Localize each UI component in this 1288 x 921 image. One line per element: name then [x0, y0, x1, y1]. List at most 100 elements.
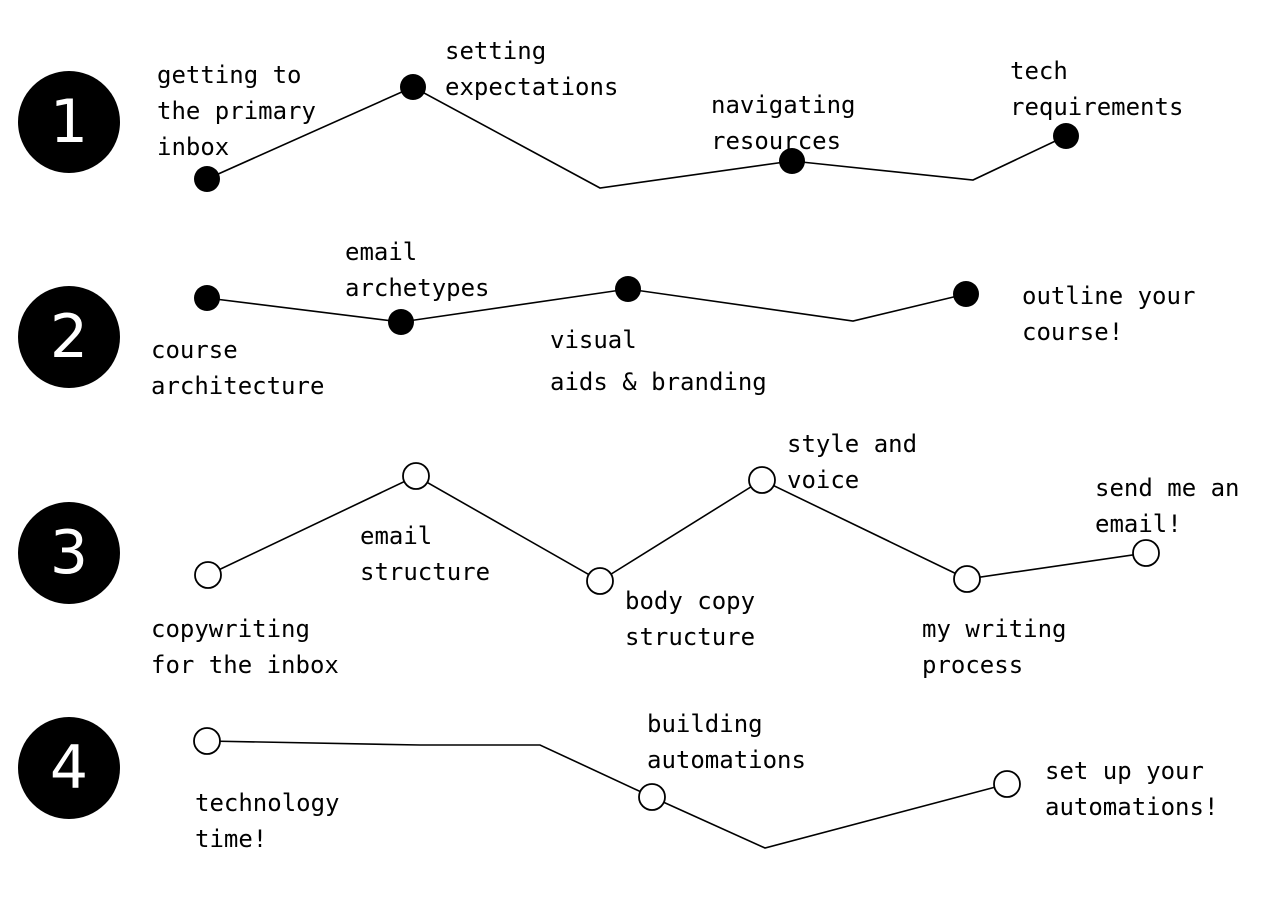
lesson-label: body copy structure: [625, 587, 755, 651]
module-1-route-line: [206, 86, 1067, 189]
lesson-label-line: for the inbox: [151, 651, 339, 679]
lesson-stop: getting to the primary inbox: [157, 61, 316, 192]
lesson-stop: style and voice: [748, 430, 917, 494]
lesson-label-line: course!: [1022, 318, 1123, 346]
lesson-label: course architecture: [151, 336, 324, 400]
lesson-label-line: email: [345, 238, 417, 266]
lesson-label-line: aids & branding: [550, 368, 767, 396]
lesson-label-line: structure: [360, 558, 490, 586]
lesson-label-line: body copy: [625, 587, 755, 615]
module-number-label: 3: [50, 518, 88, 588]
lesson-label-line: copywriting: [151, 615, 310, 643]
lesson-label: copywriting for the inbox: [151, 615, 339, 679]
lesson-label: set up your automations!: [1045, 757, 1218, 821]
lesson-label-line: requirements: [1010, 93, 1183, 121]
module-badge-circle: [18, 286, 120, 388]
lesson-stop: my writing process: [922, 565, 1067, 679]
lesson-stop: visual aids & branding: [550, 276, 767, 396]
lesson-label: technology time!: [195, 789, 340, 853]
lesson-label-line: tech: [1010, 57, 1068, 85]
module-number-badge: 4: [18, 717, 120, 819]
lesson-label: tech requirements: [1010, 57, 1183, 121]
lesson-stop: navigating resources: [711, 91, 856, 174]
lesson-marker-hollow: [586, 567, 614, 595]
module-1: 1 getting to the primary inbox setting expect…: [18, 37, 1183, 192]
lesson-stop: technology time!: [193, 727, 340, 853]
lesson-label: getting to the primary inbox: [157, 61, 316, 161]
lesson-marker-filled: [1053, 123, 1079, 149]
lesson-label-line: navigating: [711, 91, 856, 119]
module-number-badge: 2: [18, 286, 120, 388]
lesson-label-line: the primary: [157, 97, 316, 125]
lesson-marker-hollow: [638, 783, 666, 811]
lesson-marker-filled: [194, 166, 220, 192]
lesson-marker-hollow: [194, 561, 222, 589]
lesson-stop: tech requirements: [1010, 57, 1183, 149]
lesson-marker-hollow: [748, 466, 776, 494]
lesson-stop: course architecture: [151, 285, 324, 400]
lesson-marker-filled: [388, 309, 414, 335]
lesson-marker-filled: [400, 74, 426, 100]
lesson-label-line: architecture: [151, 372, 324, 400]
module-number-badge: 1: [18, 71, 120, 173]
lesson-label-line: technology: [195, 789, 340, 817]
lesson-marker-hollow: [402, 462, 430, 490]
lesson-label-line: building: [647, 710, 763, 738]
lesson-label-line: getting to: [157, 61, 302, 89]
lesson-label-line: outline your: [1022, 282, 1195, 310]
lesson-marker-hollow: [993, 770, 1021, 798]
lesson-label-line: send me an: [1095, 474, 1240, 502]
lesson-label-line: time!: [195, 825, 267, 853]
lesson-marker-filled: [194, 285, 220, 311]
lesson-label-line: set up your: [1045, 757, 1204, 785]
lesson-label-line: voice: [787, 466, 859, 494]
module-number-label: 1: [50, 87, 88, 157]
lesson-stop: email structure: [360, 462, 490, 586]
lesson-label: my writing process: [922, 615, 1067, 679]
lesson-label-line: resources: [711, 127, 841, 155]
lesson-stop: send me an email!: [1095, 474, 1240, 567]
lesson-marker-filled: [779, 148, 805, 174]
module-number-label: 2: [50, 302, 88, 372]
lesson-label: email structure: [360, 522, 490, 586]
lesson-stop: setting expectations: [400, 37, 618, 101]
lesson-label-line: process: [922, 651, 1023, 679]
lesson-label: outline your course!: [1022, 282, 1195, 346]
lesson-marker-filled: [615, 276, 641, 302]
lesson-label-line: course: [151, 336, 238, 364]
module-badge-circle: [18, 71, 120, 173]
module-number-badge: 3: [18, 502, 120, 604]
module-3-route-line: [207, 475, 1147, 582]
lesson-label: style and voice: [787, 430, 917, 494]
lesson-label-line: inbox: [157, 133, 229, 161]
lesson-label-line: email!: [1095, 510, 1182, 538]
lesson-label: visual aids & branding: [550, 326, 767, 396]
lesson-label-line: my writing: [922, 615, 1067, 643]
lesson-label: send me an email!: [1095, 474, 1240, 538]
lesson-marker-hollow: [193, 727, 221, 755]
lesson-label-line: automations!: [1045, 793, 1218, 821]
lesson-label-line: style and: [787, 430, 917, 458]
lesson-label: setting expectations: [445, 37, 618, 101]
lesson-label-line: structure: [625, 623, 755, 651]
module-badge-circle: [18, 502, 120, 604]
lesson-marker-hollow: [1132, 539, 1160, 567]
lesson-label-line: visual: [550, 326, 637, 354]
lesson-stop: set up your automations!: [993, 757, 1218, 821]
module-4-route-line: [206, 740, 1008, 849]
lesson-label: navigating resources: [711, 91, 856, 155]
lesson-label-line: email: [360, 522, 432, 550]
lesson-stop: copywriting for the inbox: [151, 561, 339, 679]
lesson-stop: body copy structure: [586, 567, 755, 651]
lesson-label-line: setting: [445, 37, 546, 65]
lesson-label-line: expectations: [445, 73, 618, 101]
lesson-stop: outline your course!: [953, 281, 1195, 346]
